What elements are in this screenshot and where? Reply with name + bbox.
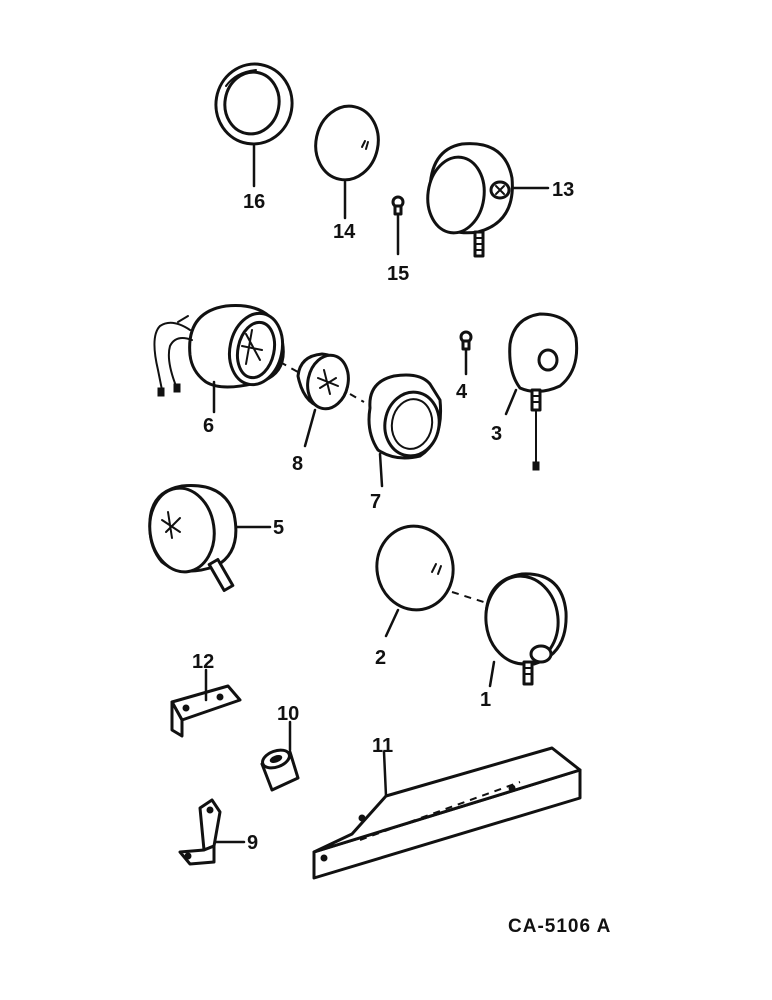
callout-1: 1 (480, 689, 491, 711)
leader-8 (303, 408, 317, 448)
callout-13: 13 (552, 179, 574, 201)
part-9-angle-bracket (178, 798, 222, 866)
part-16-bezel-ring (214, 62, 294, 146)
leader-2 (384, 608, 400, 638)
callout-12: 12 (192, 651, 214, 673)
callout-10: 10 (277, 703, 299, 725)
alignment-line-2 (451, 591, 491, 605)
callout-7: 7 (370, 491, 381, 513)
callout-5: 5 (273, 517, 284, 539)
part-15-bulb (391, 195, 405, 216)
leader-1 (488, 660, 496, 688)
part-7-bezel (367, 373, 443, 460)
part-1-lamp-housing (484, 572, 568, 686)
part-12-bracket (170, 684, 242, 738)
callout-3: 3 (491, 423, 502, 445)
part-13-lamp-housing (426, 142, 514, 258)
part-8-sealed-beam (296, 352, 350, 411)
leader-3 (504, 388, 518, 416)
callout-9: 9 (247, 832, 258, 854)
part-14-lens (314, 104, 380, 182)
callout-2: 2 (375, 647, 386, 669)
callout-16: 16 (243, 191, 265, 213)
part-4-bulb (459, 330, 473, 351)
callout-4: 4 (456, 381, 468, 403)
leader-11 (382, 750, 388, 798)
part-10-spacer (260, 748, 300, 792)
callout-14: 14 (333, 221, 356, 243)
callout-6: 6 (203, 415, 214, 437)
part-11-rail-bracket (312, 746, 582, 880)
part-3-lamp (508, 312, 579, 471)
part-6-headlamp-housing (153, 304, 285, 397)
alignment-line-8 (279, 361, 299, 373)
part-5-headlamp (148, 484, 238, 592)
leader-7 (378, 452, 384, 488)
callout-15: 15 (387, 263, 409, 285)
callout-8: 8 (292, 453, 303, 475)
part-2-lens (375, 524, 455, 612)
alignment-line-7 (349, 393, 365, 403)
drawing-code: CA-5106 A (508, 916, 611, 937)
callout-11: 11 (372, 735, 393, 757)
